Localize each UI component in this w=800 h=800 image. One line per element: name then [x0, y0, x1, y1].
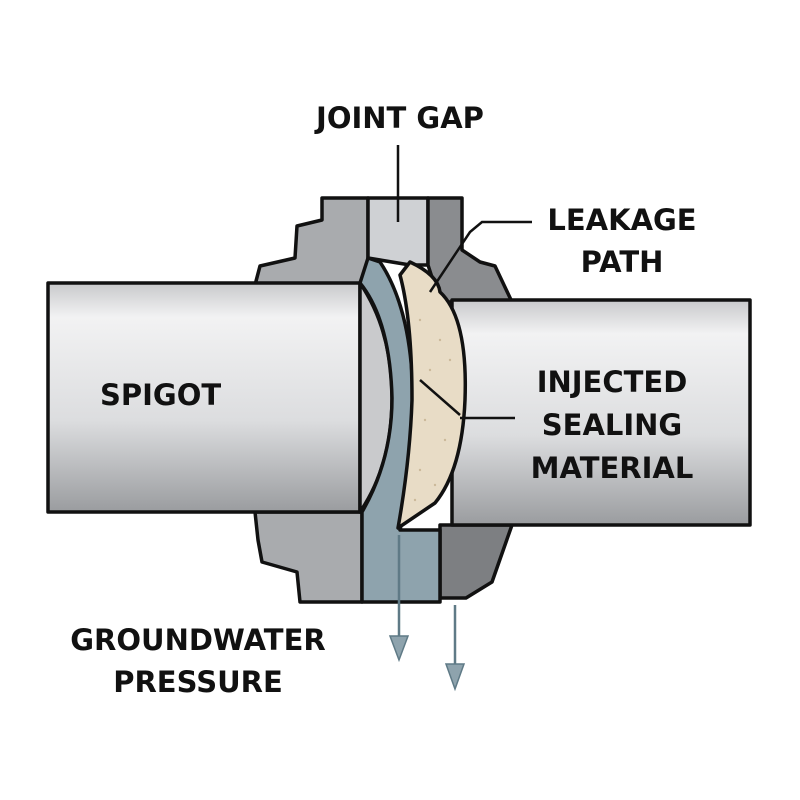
- socket-pipe: [450, 298, 752, 527]
- left-upper-collar: [253, 196, 370, 287]
- groundwater-arrow-icon: [388, 535, 410, 663]
- groundwater-label-line2: PRESSURE: [113, 665, 283, 699]
- sealing-label-line3: MATERIAL: [531, 451, 694, 485]
- sealant-texture: [413, 318, 452, 502]
- leakage-label-line2: PATH: [581, 245, 664, 279]
- leakage-label-line1: LEAKAGE: [547, 203, 696, 237]
- right-lower-collar: [438, 523, 514, 600]
- spigot-label: SPIGOT: [100, 378, 221, 412]
- spigot-pipe: [46, 281, 362, 514]
- groundwater-label-line1: GROUNDWATER: [70, 623, 325, 657]
- injected-sealing-material: [396, 260, 468, 530]
- right-upper-collar: [426, 196, 514, 304]
- left-lower-collar: [253, 510, 364, 604]
- groundwater-arrow-icon: [444, 605, 466, 692]
- sealant-crack: [419, 379, 461, 416]
- sealing-label-line2: SEALING: [542, 408, 682, 442]
- leakage-path-leader: [428, 220, 532, 293]
- sealing-label-line1: INJECTED: [537, 365, 688, 399]
- joint-gap-label: JOINT GAP: [314, 101, 484, 135]
- groundwater-band: [358, 256, 442, 604]
